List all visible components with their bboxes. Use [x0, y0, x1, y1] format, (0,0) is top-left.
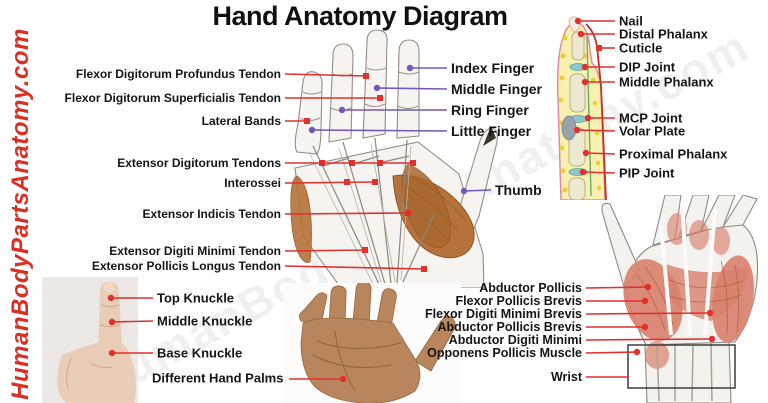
palm-muscles-illustration	[601, 195, 759, 403]
finger-cross-section-illustration	[556, 16, 607, 200]
label-middle-knuckle: Middle Knuckle	[157, 313, 253, 329]
label-top-knuckle: Top Knuckle	[157, 290, 235, 306]
page-title: Hand Anatomy Diagram	[212, 1, 508, 31]
label-different-hand-palms: Different Hand Palms	[152, 370, 284, 386]
label-middle-phalanx: Middle Phalanx	[619, 74, 714, 90]
label-volar-plate: Volar Plate	[619, 123, 686, 139]
pointing-finger-photo	[42, 277, 138, 403]
label-flexor-digitorum-profundus-tendon: Flexor Digitorum Profundus Tendon	[75, 67, 281, 81]
label-extensor-pollicis-longus-tendon: Extensor Pollicis Longus Tendon	[91, 259, 281, 273]
label-flexor-digitorum-superficialis-tendon: Flexor Digitorum Superficialis Tendon	[64, 91, 281, 105]
dorsal-hand-illustration	[290, 29, 498, 288]
label-proximal-phalanx: Proximal Phalanx	[619, 146, 728, 162]
open-palm-photo	[283, 283, 461, 403]
label-extensor-indicis-tendon: Extensor Indicis Tendon	[142, 207, 281, 221]
label-mcp-joint: MCP Joint	[619, 110, 683, 126]
label-abductor-digiti-minimi: Abductor Digiti Minimi	[448, 332, 582, 347]
label-cuticle: Cuticle	[619, 40, 663, 56]
label-flexor-pollicis-brevis: Flexor Pollicis Brevis	[455, 293, 582, 308]
label-interossei: Interossei	[224, 176, 281, 190]
label-lateral-bands: Lateral Bands	[201, 114, 281, 128]
label-extensor-digiti-minimi-tendon: Extensor Digiti Minimi Tendon	[109, 244, 281, 258]
label-pip-joint: PIP Joint	[619, 165, 675, 181]
label-wrist: Wrist	[550, 369, 582, 384]
label-dip-joint: DIP Joint	[619, 59, 676, 75]
site-watermark-vertical: HumanBodyPartsAnatomy.com	[7, 28, 34, 400]
label-base-knuckle: Base Knuckle	[157, 345, 243, 361]
label-extensor-digitorum-tendons: Extensor Digitorum Tendons	[117, 156, 281, 170]
